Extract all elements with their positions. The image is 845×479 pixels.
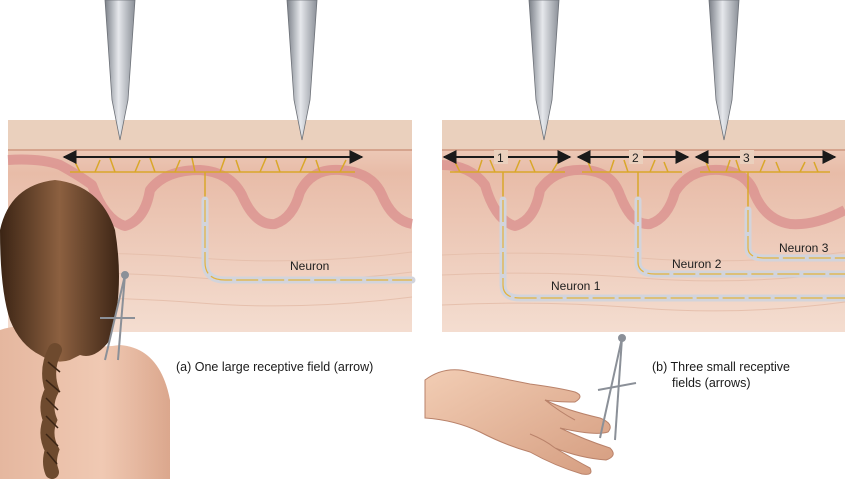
panel-a-needle-left: [104, 0, 136, 141]
panel-b-field-number-3: 3: [743, 151, 750, 165]
panel-a-needle-right: [286, 0, 318, 141]
panel-b-neuron-2-label: Neuron 2: [672, 257, 722, 271]
panel-b-needle-right: [708, 0, 740, 141]
caliper-on-hand: [597, 334, 637, 441]
panel-b-field-number-2: 2: [632, 151, 639, 165]
caliper-on-back: [100, 271, 135, 361]
panel-b-caption-line-1: (b) Three small receptive: [652, 360, 790, 374]
panel-b-neuron-3-label: Neuron 3: [779, 241, 829, 255]
panel-b-axon-neuron-3: [744, 206, 845, 262]
panel-b-field-number-1: 1: [497, 151, 504, 165]
panel-a-axon: [201, 196, 416, 284]
panel-b-dendrites: [450, 159, 830, 210]
woman-back-illustration: [0, 180, 170, 479]
panel-b-needle-left: [528, 0, 560, 141]
panel-b-axon-neuron-1: [499, 196, 845, 302]
panel-a-dendrites: [70, 157, 355, 200]
hand-illustration: [424, 369, 614, 475]
panel-b-axon-neuron-2: [634, 196, 845, 278]
panel-b-neuron-1-label: Neuron 1: [551, 279, 601, 293]
panel-a-neuron-label: Neuron: [290, 259, 329, 273]
panel-b-caption-line-2: fields (arrows): [672, 376, 751, 390]
panel-a-caption: (a) One large receptive field (arrow): [176, 360, 373, 374]
